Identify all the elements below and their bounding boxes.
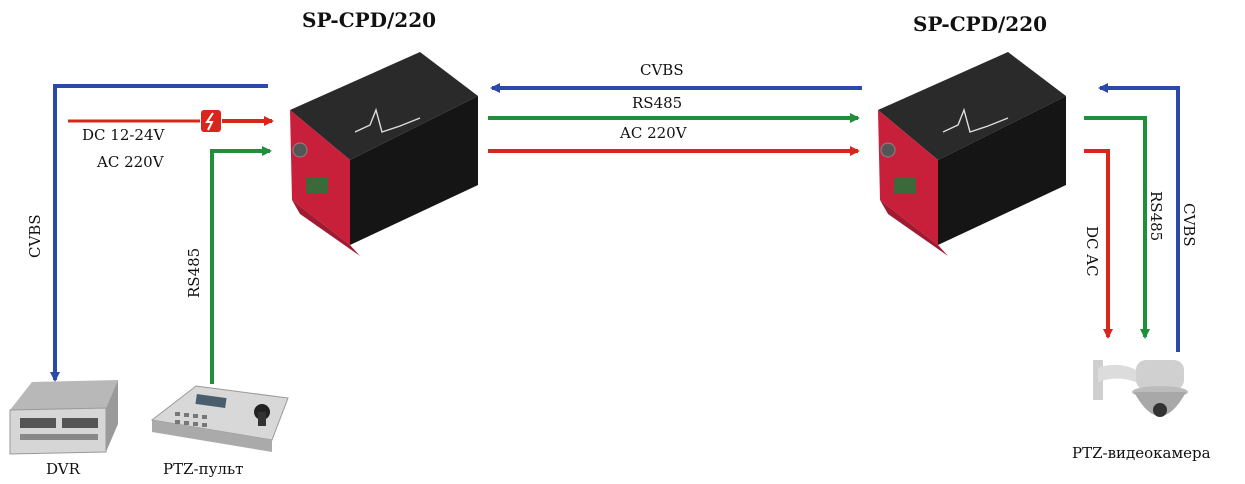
right-spcpd-device bbox=[878, 52, 1066, 256]
right-cvbs-label: CVBS bbox=[1181, 203, 1196, 247]
dvr-label: DVR bbox=[46, 462, 80, 477]
dvr-device bbox=[10, 380, 118, 454]
ptz-camera-label: PTZ-видеокамера bbox=[1072, 446, 1211, 461]
ptz-camera-device bbox=[1093, 360, 1188, 417]
left-rs485-label: RS485 bbox=[187, 248, 202, 298]
cvbs-from-camera-arrow bbox=[1100, 88, 1178, 352]
cvbs-link-label: CVBS bbox=[640, 63, 684, 78]
right-device-title: SP-CPD/220 bbox=[913, 12, 1047, 36]
rs485-from-controller-arrow bbox=[212, 151, 270, 384]
left-device-title: SP-CPD/220 bbox=[302, 8, 436, 32]
ptz-controller-label: PTZ-пульт bbox=[163, 462, 243, 477]
rs485-link-label: RS485 bbox=[632, 96, 682, 111]
power-label-dc: DC 12-24V bbox=[82, 128, 164, 143]
left-spcpd-device bbox=[290, 52, 478, 256]
power-label-ac: AC 220V bbox=[97, 155, 164, 170]
ac220-link-label: AC 220V bbox=[620, 126, 687, 141]
power-supply-icon bbox=[201, 110, 221, 132]
right-dc-ac-label: DC AC bbox=[1084, 226, 1099, 277]
ptz-controller-device bbox=[152, 386, 288, 452]
right-rs485-label: RS485 bbox=[1148, 191, 1163, 241]
left-cvbs-label: CVBS bbox=[28, 214, 43, 258]
